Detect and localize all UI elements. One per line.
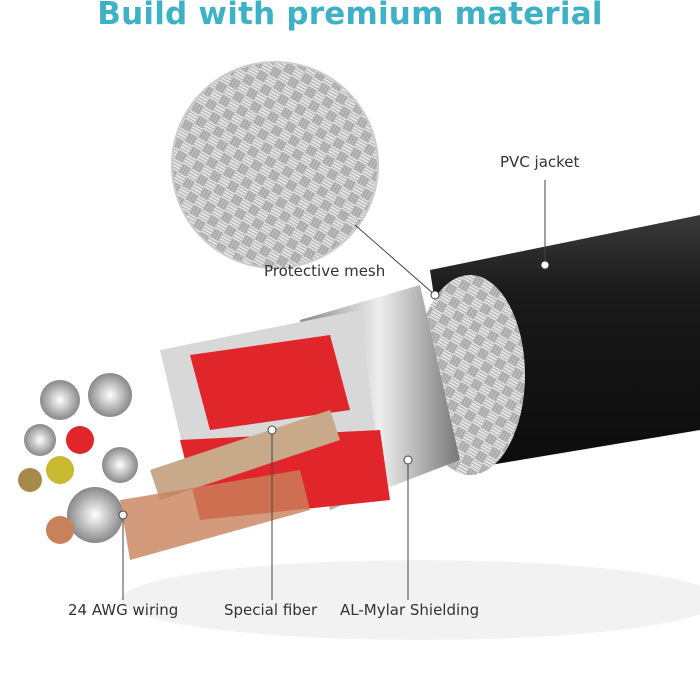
headline: Build with premium material xyxy=(97,0,603,32)
label-24-awg-wiring: 24 AWG wiring xyxy=(68,601,179,619)
label-al-mylar-shielding: AL-Mylar Shielding xyxy=(340,601,480,619)
special-fiber xyxy=(150,410,340,500)
leader-lines xyxy=(118,180,550,600)
label-pvc-jacket: PVC jacket xyxy=(500,153,580,171)
copper-strands xyxy=(120,470,310,560)
label-protective-mesh: Protective mesh xyxy=(264,262,386,280)
wire-bundle-ends xyxy=(18,373,138,544)
label-special-fiber: Special fiber xyxy=(224,601,318,619)
reflection xyxy=(120,560,700,640)
mesh-closeup xyxy=(171,61,379,269)
red-wire xyxy=(190,335,350,430)
